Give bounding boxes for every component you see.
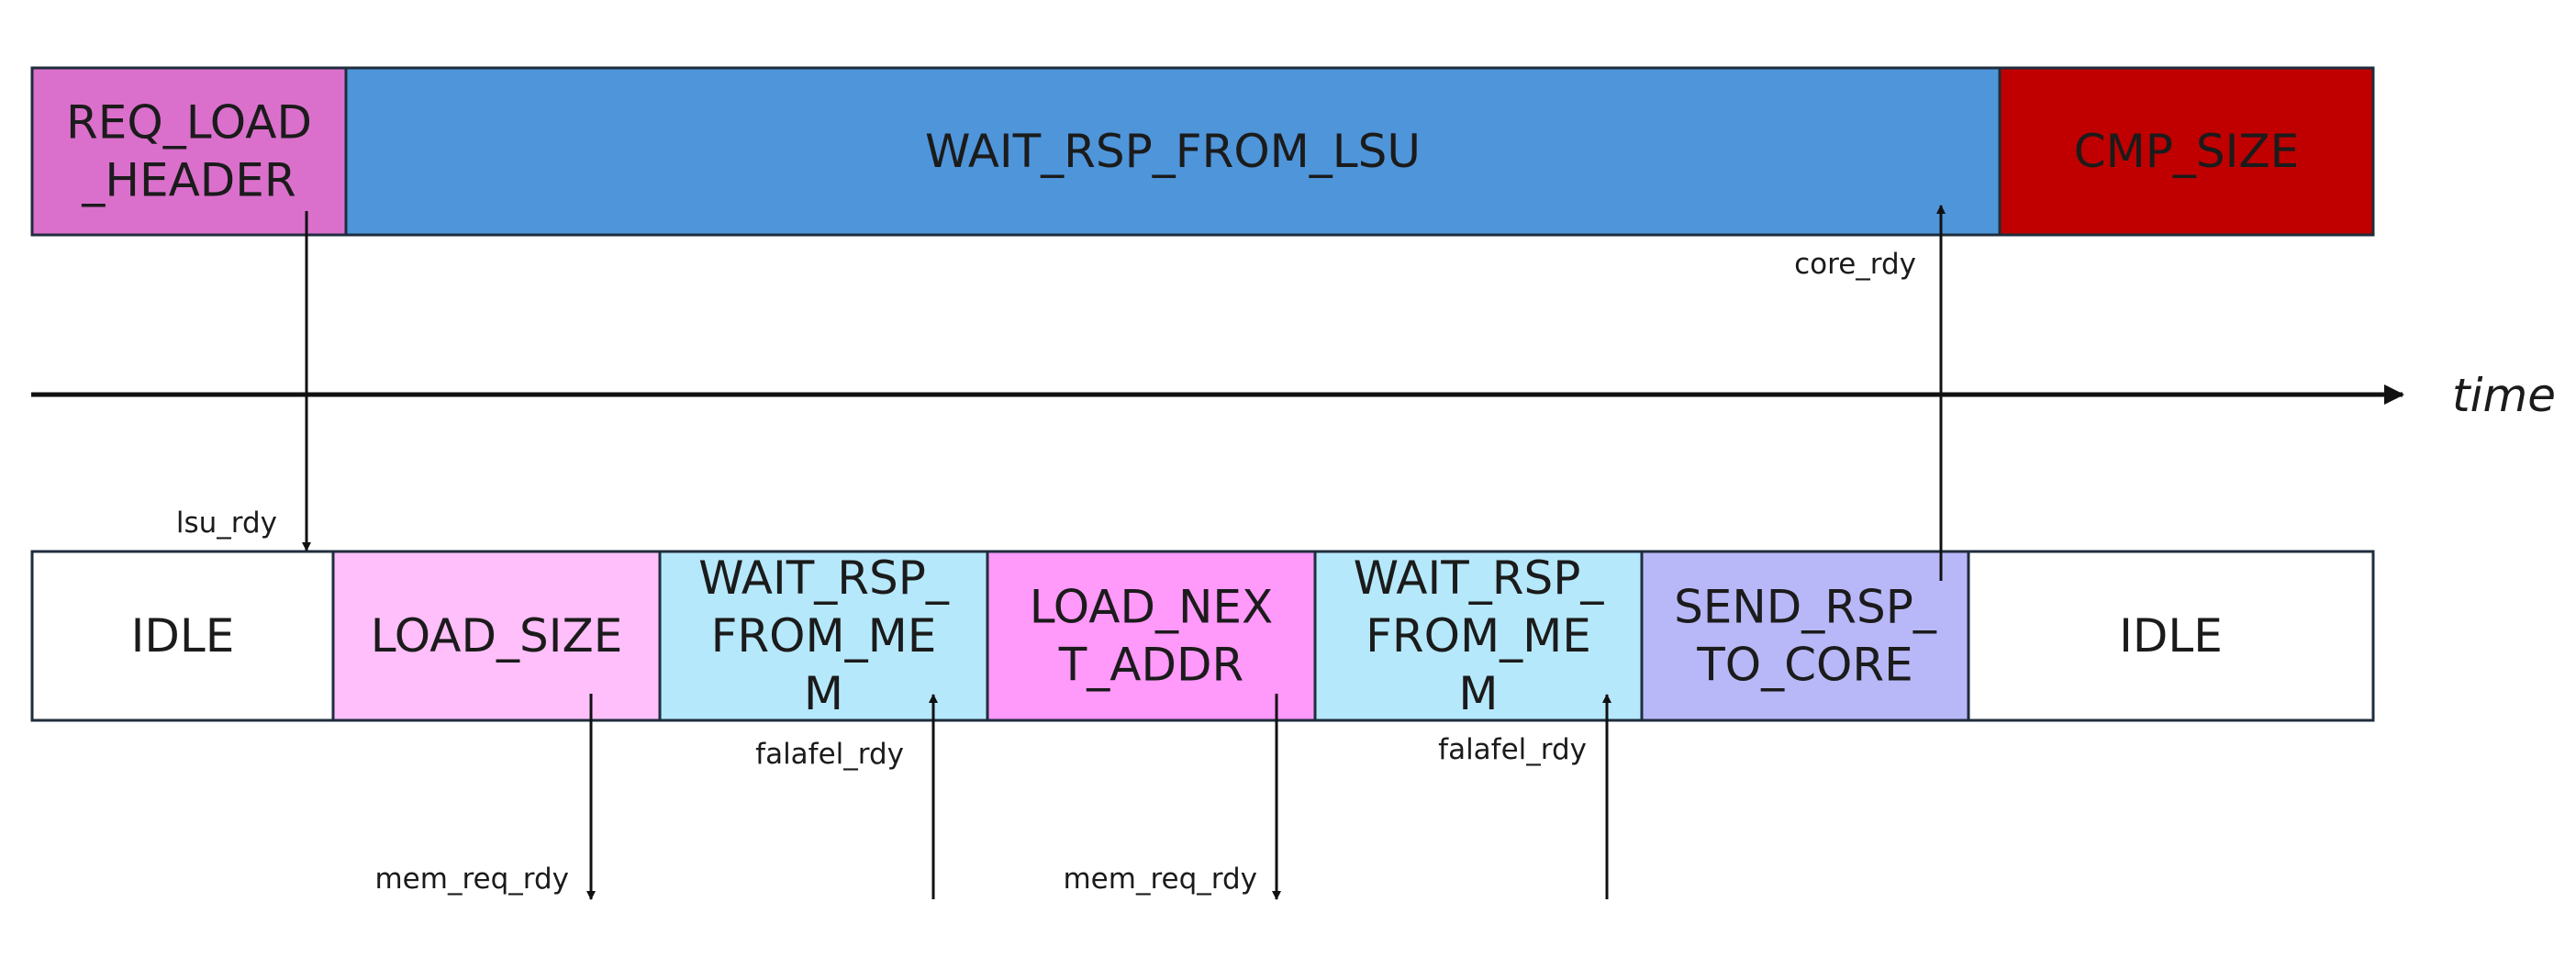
state-label: LOAD_NEX — [1030, 581, 1274, 634]
bottom-state-7: IDLE — [1967, 550, 2375, 722]
time-axis: time — [31, 369, 2556, 422]
state-box — [1998, 66, 2375, 237]
time-axis-label: time — [2452, 369, 2556, 422]
signal-label: falafel_rdy — [755, 738, 904, 771]
state-box — [986, 550, 1317, 722]
bottom-state-1: IDLE — [30, 550, 335, 722]
state-box — [344, 66, 2002, 237]
top-state-row: REQ_LOAD_HEADER WAIT_RSP_FROM_LSU CMP_SIZE — [30, 66, 2375, 237]
state-box — [1967, 550, 2375, 722]
signal-falafel-rdy: falafel_rdy — [755, 694, 938, 899]
state-box — [331, 550, 662, 722]
signal-mem-req-rdy: mem_req_rdy — [1063, 694, 1281, 900]
state-label: LOAD_SIZE — [371, 609, 623, 663]
state-label: IDLE — [131, 609, 235, 663]
signal-label: mem_req_rdy — [374, 863, 569, 896]
signal-label: core_rdy — [1794, 248, 1916, 281]
bottom-state-5: WAIT_RSP_FROM_MEM — [1313, 550, 1644, 722]
state-label: TO_CORE — [1696, 639, 1913, 692]
state-label: REQ_LOAD — [66, 96, 312, 150]
signal-mem-req-rdy: mem_req_rdy — [374, 694, 596, 900]
state-box — [1313, 550, 1644, 722]
state-label: FROM_ME — [711, 609, 937, 663]
bottom-state-2: LOAD_SIZE — [331, 550, 662, 722]
state-box — [658, 550, 989, 722]
state-label: _HEADER — [81, 154, 296, 207]
state-label: SEND_RSP_ — [1674, 581, 1937, 634]
bottom-state-3: WAIT_RSP_FROM_MEM — [658, 550, 989, 722]
state-box — [1640, 550, 1970, 722]
signal-lsu-rdy: lsu_rdy — [176, 211, 311, 551]
state-box — [30, 550, 335, 722]
signal-label: falafel_rdy — [1438, 733, 1587, 766]
state-label: WAIT_RSP_FROM_LSU — [925, 125, 1421, 178]
state-label: T_ADDR — [1058, 639, 1244, 692]
signal-falafel-rdy: falafel_rdy — [1438, 694, 1611, 899]
state-box — [30, 66, 348, 237]
state-label: M — [804, 667, 843, 720]
state-label: IDLE — [2119, 609, 2223, 663]
state-label: M — [1458, 667, 1498, 720]
signal-label: mem_req_rdy — [1063, 863, 1257, 896]
state-label: WAIT_RSP_ — [1354, 551, 1605, 605]
top-state-1: REQ_LOAD_HEADER — [30, 66, 348, 237]
state-label: WAIT_RSP_ — [698, 551, 950, 605]
state-label: CMP_SIZE — [2074, 125, 2300, 178]
state-label: FROM_ME — [1366, 609, 1591, 663]
top-state-3: CMP_SIZE — [1998, 66, 2375, 237]
top-state-2: WAIT_RSP_FROM_LSU — [344, 66, 2002, 237]
signal-core-rdy: core_rdy — [1794, 205, 1946, 581]
signal-label: lsu_rdy — [176, 507, 277, 540]
signal-arrows: lsu_rdy core_rdy mem_req_rdy falafel_rdymem… — [176, 205, 1946, 900]
bottom-state-6: SEND_RSP_TO_CORE — [1640, 550, 1970, 722]
